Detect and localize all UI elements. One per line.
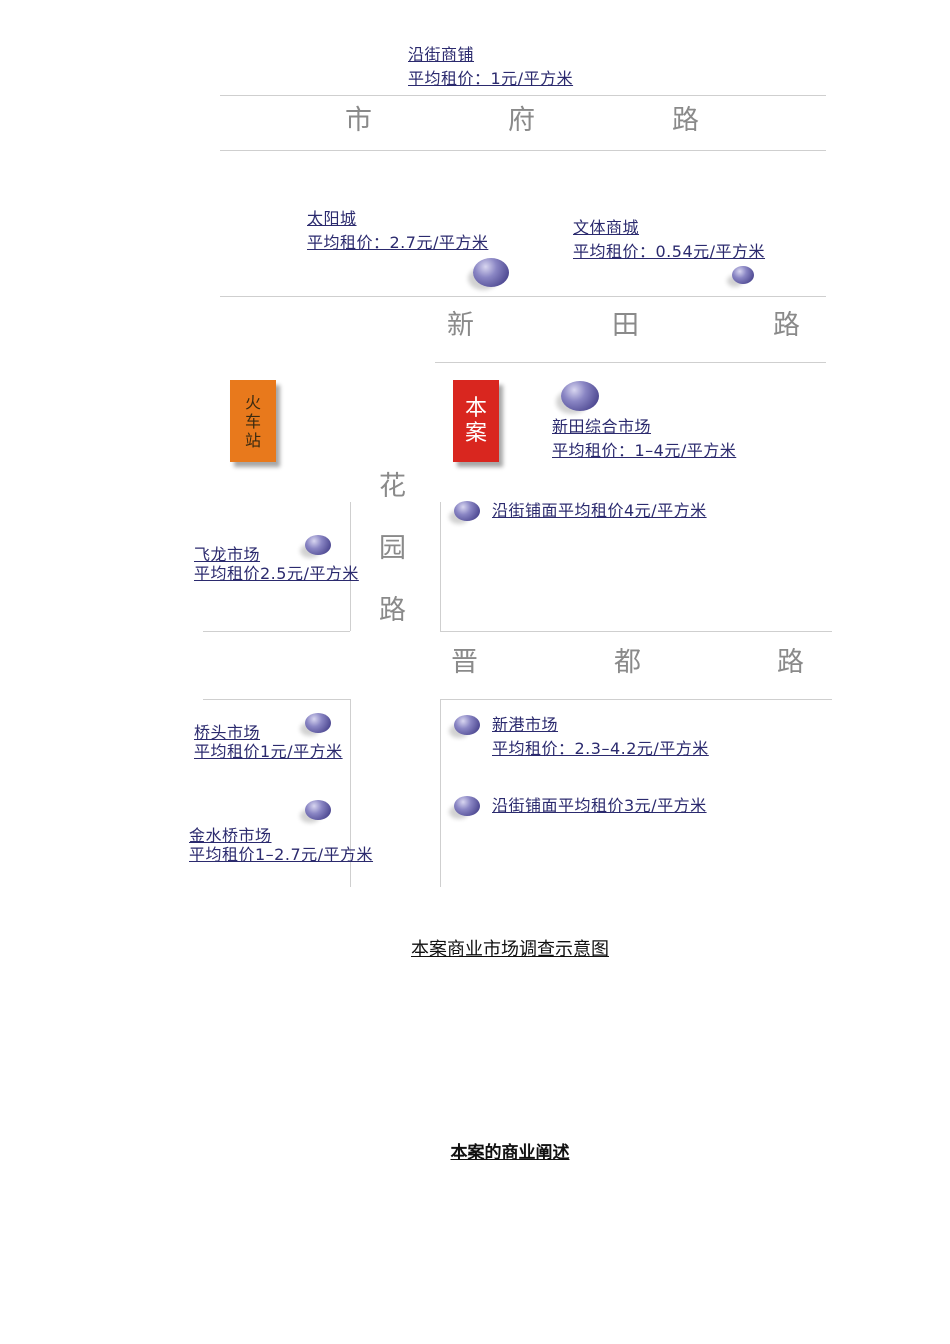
road-edge xyxy=(440,699,441,887)
road-jindu-char: 都 xyxy=(614,647,641,678)
road-xintian-char: 路 xyxy=(773,310,800,341)
market-price[interactable]: 平均租价：1–4元/平方米 xyxy=(552,441,737,460)
road-huayuan-char: 路 xyxy=(379,595,406,626)
road-edge xyxy=(203,631,350,632)
road-xintian-char: 新 xyxy=(447,310,474,341)
road-edge xyxy=(440,631,832,632)
road-jindu-char: 晋 xyxy=(451,647,478,678)
market-name[interactable]: 文体商城 xyxy=(573,218,640,237)
sphere-marker-icon xyxy=(732,266,754,284)
project-char: 本 xyxy=(464,396,487,421)
market-name[interactable]: 沿街铺面平均租价4元/平方米 xyxy=(492,501,707,520)
project-marker: 本 案 xyxy=(453,380,499,462)
market-name[interactable]: 太阳城 xyxy=(307,209,357,228)
sphere-marker-icon xyxy=(305,535,331,555)
market-price[interactable]: 平均租价：0.54元/平方米 xyxy=(573,242,766,261)
road-edge xyxy=(220,95,826,96)
figure-caption: 本案商业市场调查示意图 xyxy=(411,939,609,960)
market-price[interactable]: 平均租价1–2.7元/平方米 xyxy=(189,845,374,864)
market-price[interactable]: 平均租价1元/平方米 xyxy=(194,742,343,761)
road-edge xyxy=(220,150,826,151)
market-name[interactable]: 新田综合市场 xyxy=(552,417,652,436)
road-edge xyxy=(440,699,832,700)
road-huayuan-char: 花 xyxy=(379,471,406,502)
market-name[interactable]: 金水桥市场 xyxy=(189,826,272,845)
road-shifu-char: 路 xyxy=(672,105,699,136)
road-edge xyxy=(220,296,826,297)
road-edge xyxy=(435,362,826,363)
market-price[interactable]: 平均租价2.5元/平方米 xyxy=(194,564,359,583)
road-edge xyxy=(350,502,351,631)
sphere-marker-icon xyxy=(561,381,599,411)
sphere-marker-icon xyxy=(454,796,480,816)
sphere-marker-icon xyxy=(305,800,331,820)
sphere-marker-icon xyxy=(454,715,480,735)
market-name[interactable]: 桥头市场 xyxy=(194,723,261,742)
station-char: 车 xyxy=(244,411,261,431)
station-char: 火 xyxy=(244,392,261,412)
market-price[interactable]: 平均租价：1元/平方米 xyxy=(408,69,574,88)
road-jindu-char: 路 xyxy=(777,647,804,678)
market-price[interactable]: 平均租价：2.7元/平方米 xyxy=(307,233,489,252)
market-name[interactable]: 沿街商铺 xyxy=(408,45,475,64)
market-name[interactable]: 沿街铺面平均租价3元/平方米 xyxy=(492,796,707,815)
market-price[interactable]: 平均租价：2.3–4.2元/平方米 xyxy=(492,739,709,758)
market-name[interactable]: 飞龙市场 xyxy=(194,545,261,564)
road-edge xyxy=(203,699,350,700)
market-name[interactable]: 新港市场 xyxy=(492,715,559,734)
section-heading: 本案的商业阐述 xyxy=(450,1143,570,1163)
project-char: 案 xyxy=(464,421,487,446)
road-shifu-char: 市 xyxy=(345,105,372,136)
road-shifu-char: 府 xyxy=(508,105,535,136)
road-huayuan-char: 园 xyxy=(379,533,406,564)
sphere-marker-icon xyxy=(454,501,480,521)
road-edge xyxy=(440,502,441,631)
station-char: 站 xyxy=(244,430,261,450)
sphere-marker-icon xyxy=(473,258,509,287)
sphere-marker-icon xyxy=(305,713,331,733)
road-edge xyxy=(350,699,351,887)
train-station-marker: 火 车 站 xyxy=(230,380,276,462)
road-xintian-char: 田 xyxy=(612,310,639,341)
